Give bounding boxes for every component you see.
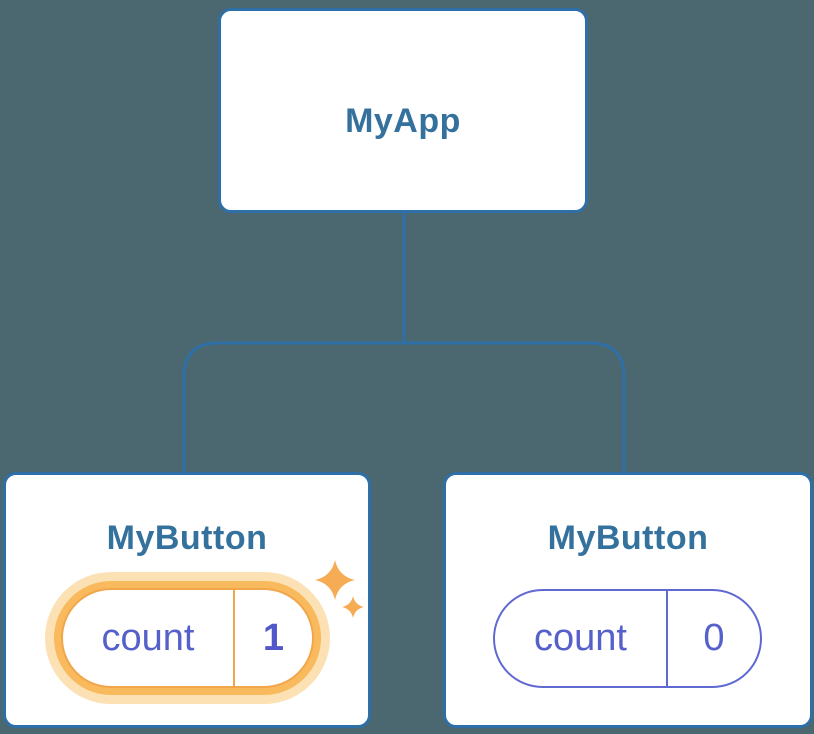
sparkles-icon bbox=[315, 560, 364, 618]
root-node-label: MyApp bbox=[345, 102, 461, 140]
tree-node-child-left: MyButton count 1 bbox=[3, 472, 371, 728]
child-node-label: MyButton bbox=[547, 519, 709, 557]
pill-separator bbox=[666, 591, 668, 686]
child-node-label: MyButton bbox=[106, 519, 268, 557]
state-pill: count 0 bbox=[493, 589, 762, 688]
state-value: 1 bbox=[262, 616, 285, 659]
tree-node-child-right: MyButton count 0 bbox=[443, 472, 813, 728]
state-name: count bbox=[534, 617, 627, 659]
state-value: 0 bbox=[703, 617, 725, 659]
state-pill-highlighted: count 1 bbox=[61, 588, 314, 688]
tree-node-root: MyApp bbox=[218, 8, 588, 213]
pill-separator bbox=[233, 590, 235, 686]
state-name: count bbox=[101, 616, 195, 659]
